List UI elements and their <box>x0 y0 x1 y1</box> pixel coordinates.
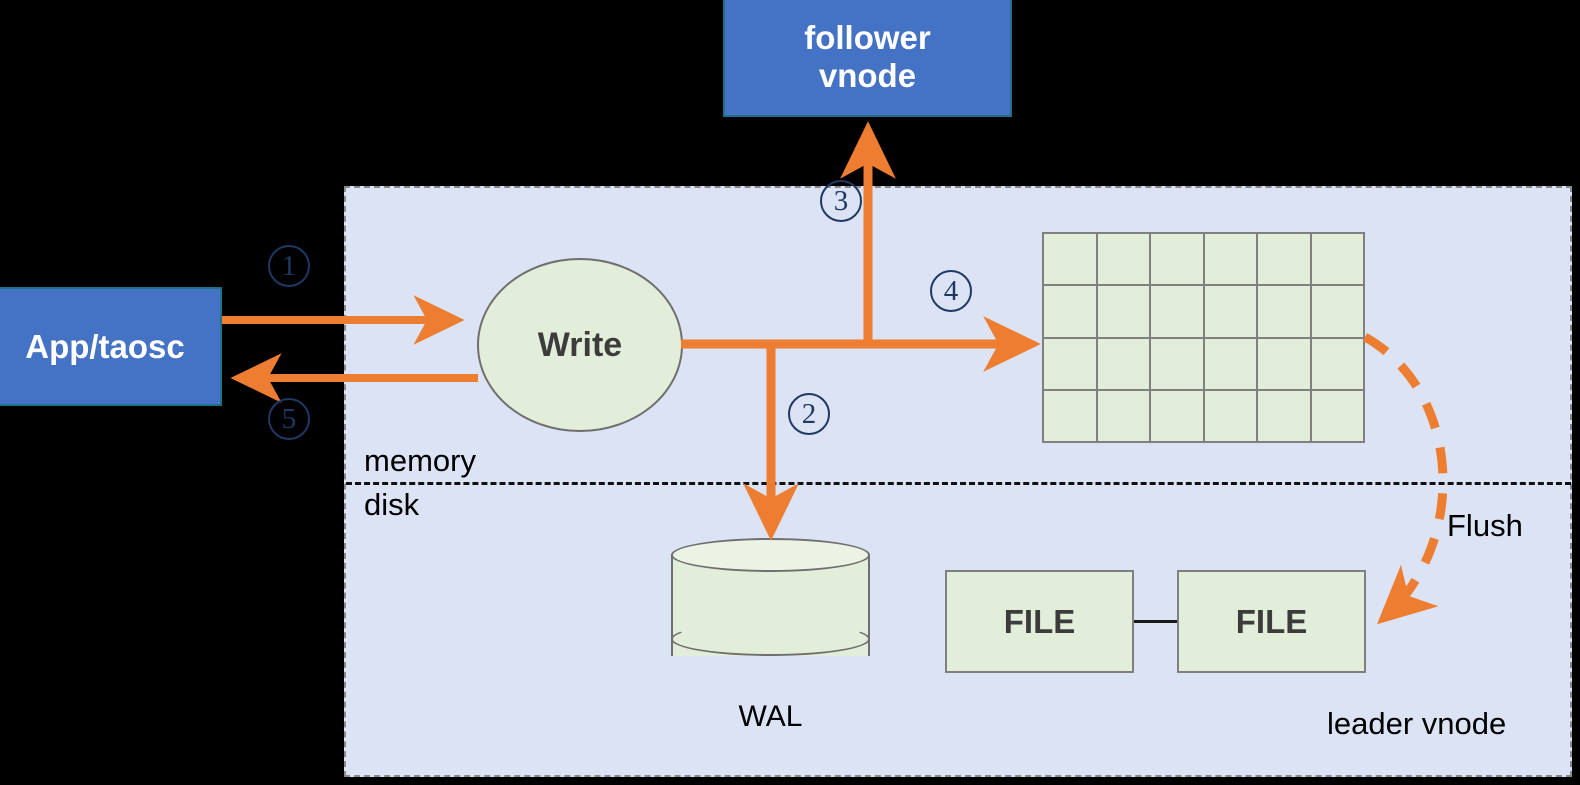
follower-vnode-box: follower vnode <box>723 0 1012 117</box>
memtable-cell <box>1258 286 1310 337</box>
leader-vnode-label: leader vnode <box>1327 706 1507 741</box>
memtable-cell <box>1258 234 1310 285</box>
file-box-2: FILE <box>1177 570 1366 673</box>
memory-label: memory <box>364 443 476 478</box>
memtable-cell <box>1044 234 1096 285</box>
memtable-cell <box>1204 390 1256 441</box>
flush-label: Flush <box>1447 508 1523 543</box>
memtable-cell <box>1204 234 1256 285</box>
memtable-cell <box>1311 234 1363 285</box>
step-number-3: 3 <box>820 180 862 222</box>
memtable-cell <box>1097 286 1149 337</box>
memtable-cell <box>1204 286 1256 337</box>
follower-vnode-label-line1: follower <box>804 19 931 57</box>
write-node: Write <box>477 258 683 432</box>
disk-label: disk <box>364 487 420 522</box>
wal-label: WAL <box>738 700 803 733</box>
step-number-4: 4 <box>930 270 972 312</box>
memtable-cell <box>1258 338 1310 389</box>
step-number-5: 5 <box>268 398 310 440</box>
file-box-1: FILE <box>945 570 1134 673</box>
memtable-cell <box>1311 286 1363 337</box>
memtable-cell <box>1151 286 1203 337</box>
file-connector-line <box>1134 620 1177 623</box>
memory-disk-divider <box>346 482 1571 485</box>
memtable-cell <box>1151 234 1203 285</box>
memtable-cell <box>1044 286 1096 337</box>
app-taosc-box: App/taosc <box>0 287 222 406</box>
memtable-cell <box>1151 338 1203 389</box>
memtable-cell <box>1097 390 1149 441</box>
memtable-cell <box>1151 390 1203 441</box>
memtable-cell <box>1044 338 1096 389</box>
memtable-cell <box>1097 338 1149 389</box>
wal-cylinder-bottom <box>671 622 870 656</box>
memtable-cell <box>1258 390 1310 441</box>
step-number-2: 2 <box>788 393 830 435</box>
follower-vnode-label-line2: vnode <box>818 57 917 94</box>
memtable-grid <box>1042 232 1365 443</box>
memtable-cell <box>1097 234 1149 285</box>
step-number-1: 1 <box>268 245 310 287</box>
memtable-cell <box>1044 390 1096 441</box>
memtable-cell <box>1311 338 1363 389</box>
wal-cylinder <box>671 538 870 673</box>
memtable-cell <box>1311 390 1363 441</box>
wal-cylinder-top <box>671 538 870 572</box>
memtable-cell <box>1204 338 1256 389</box>
